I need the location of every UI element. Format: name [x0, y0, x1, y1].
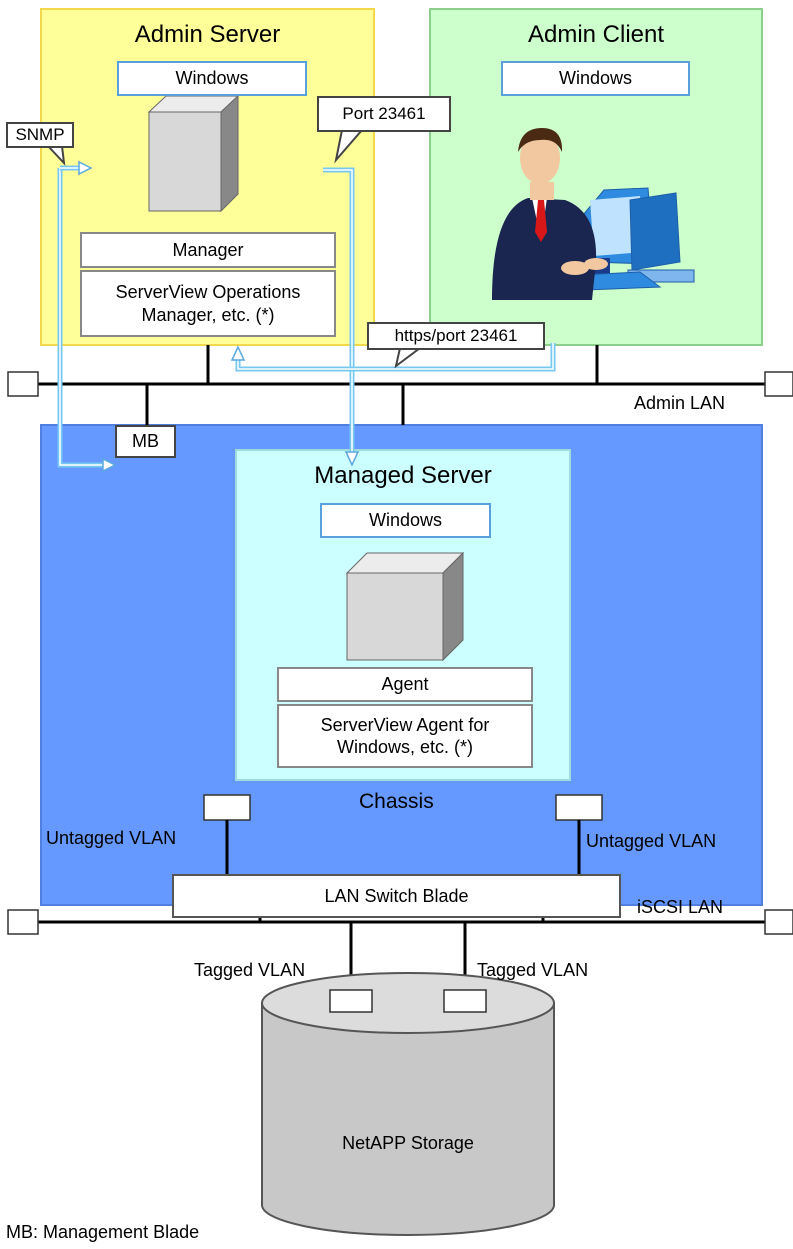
managed-server-serverview-line2: Windows, etc. (*)	[336, 737, 474, 757]
https-callout-tail	[394, 347, 423, 369]
port-arrow	[323, 167, 360, 467]
admin-client-panel	[429, 8, 763, 346]
footnote: MB: Management Blade	[6, 1222, 200, 1242]
port-callout: Port 23461	[317, 96, 451, 132]
storage-label: NetAPP Storage	[342, 1133, 474, 1153]
admin-server-cube	[147, 94, 240, 213]
snmp-arrow	[57, 160, 117, 473]
storage-port-left	[329, 989, 373, 1013]
untagged-vlan-left-label: Untagged VLAN	[46, 828, 177, 848]
admin-server-serverview-line2: Manager, etc. (*)	[141, 304, 275, 325]
https-callout: https/port 23461	[367, 322, 545, 350]
admin-server-title: Admin Server	[134, 21, 281, 48]
netapp-storage-cylinder	[261, 972, 555, 1236]
managed-server-serverview-agent: ServerView Agent for Windows, etc. (*)	[277, 704, 533, 768]
port-left	[203, 794, 251, 821]
managed-server-os: Windows	[320, 503, 491, 538]
storage-port-right	[443, 989, 487, 1013]
mb-box: MB	[115, 425, 176, 458]
admin-client-title: Admin Client	[527, 21, 665, 48]
chassis-label: Chassis	[359, 790, 434, 813]
admin-server-os: Windows	[117, 61, 307, 96]
admin-person-illustration	[492, 128, 695, 300]
untagged-vlan-right-label: Untagged VLAN	[586, 831, 717, 851]
admin-lan-left-terminal	[7, 371, 39, 397]
managed-server-title: Managed Server	[314, 462, 492, 489]
managed-server-cube	[345, 551, 465, 662]
admin-lan-label: Admin LAN	[634, 393, 726, 413]
iscsi-lan-right-terminal	[764, 909, 793, 935]
managed-server-agent: Agent	[277, 667, 533, 702]
iscsi-lan-label: iSCSI LAN	[637, 897, 724, 917]
admin-server-serverview-line1: ServerView Operations	[115, 282, 301, 302]
iscsi-lan-left-terminal	[7, 909, 39, 935]
admin-lan-right-terminal	[764, 371, 793, 397]
snmp-callout: SNMP	[6, 122, 74, 148]
https-arrow	[230, 343, 556, 372]
admin-server-serverview: ServerView Operations Manager, etc. (*)	[80, 270, 336, 337]
lan-switch-blade: LAN Switch Blade	[172, 874, 621, 918]
admin-server-manager: Manager	[80, 232, 336, 268]
managed-server-serverview-line1: ServerView Agent for	[320, 714, 490, 735]
port-right	[555, 794, 603, 821]
tagged-vlan-left-label: Tagged VLAN	[194, 960, 306, 980]
admin-client-os: Windows	[501, 61, 690, 96]
tagged-vlan-right-label: Tagged VLAN	[477, 960, 589, 980]
